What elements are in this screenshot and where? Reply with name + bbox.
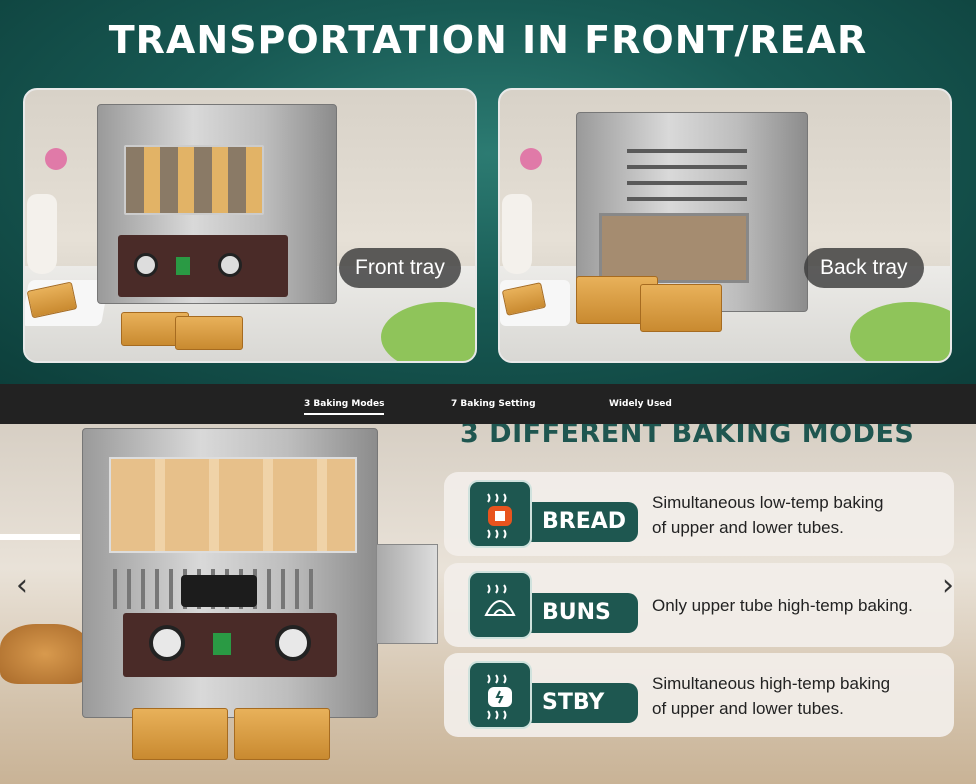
back-tray-panel: Back tray — [498, 88, 952, 363]
toaster-image — [82, 428, 378, 718]
next-arrow-icon[interactable]: › — [942, 568, 954, 603]
mode-desc-line: of upper and lower tubes. — [652, 518, 844, 537]
oven-opening-image — [599, 213, 749, 283]
handle-image — [181, 575, 257, 607]
food-plate-image — [850, 302, 950, 361]
vase-image — [502, 194, 532, 274]
toast-image — [640, 284, 722, 332]
bun-icon — [484, 584, 516, 616]
standby-icon — [487, 674, 512, 720]
toast-image — [234, 708, 330, 760]
baking-modes-section: 3 DIFFERENT BAKING MODES BREAD Simultane… — [0, 424, 976, 784]
toaster-image — [97, 104, 337, 304]
mode-badge — [468, 480, 532, 548]
toaster-image — [576, 112, 808, 312]
front-tray-label: Front tray — [339, 248, 461, 288]
food-plate-image — [381, 302, 475, 361]
tab-7-baking-setting[interactable]: 7 Baking Setting — [451, 399, 536, 409]
toast-image — [132, 708, 228, 760]
tab-3-baking-modes[interactable]: 3 Baking Modes — [304, 384, 385, 424]
toast-image — [175, 316, 243, 350]
mode-desc-line: of upper and lower tubes. — [652, 699, 844, 718]
flower-image — [520, 148, 542, 170]
tab-bar: 3 Baking Modes 7 Baking Setting Widely U… — [0, 384, 976, 424]
mode-card-buns: BUNS Only upper tube high-temp baking. — [444, 563, 954, 647]
tab-widely-used[interactable]: Widely Used — [609, 399, 672, 409]
flower-image — [45, 148, 67, 170]
utensil-holder-image — [376, 544, 438, 644]
top-banner: TRANSPORTATION IN FRONT/REAR Front tray — [0, 0, 976, 384]
bread-basket-image — [109, 457, 357, 553]
mode-description: Simultaneous high-temp baking of upper a… — [652, 671, 952, 721]
vase-image — [27, 194, 57, 274]
vent-slots-image — [627, 149, 747, 209]
prev-arrow-icon[interactable]: ‹ — [16, 568, 28, 603]
mode-card-bread: BREAD Simultaneous low-temp baking of up… — [444, 472, 954, 556]
back-tray-label: Back tray — [804, 248, 924, 288]
bread-icon — [487, 493, 512, 539]
mode-desc-line: Simultaneous low-temp baking — [652, 493, 884, 512]
shelf-image — [0, 534, 80, 540]
mode-badge — [468, 571, 532, 639]
control-panel-image — [118, 235, 288, 297]
section-title: 3 DIFFERENT BAKING MODES — [460, 424, 915, 449]
control-panel-image — [123, 613, 337, 677]
mode-desc-line: Only upper tube high-temp baking. — [652, 596, 913, 615]
mode-badge — [468, 661, 532, 729]
banner-title: TRANSPORTATION IN FRONT/REAR — [108, 18, 868, 62]
mode-card-stby: STBY Simultaneous high-temp baking of up… — [444, 653, 954, 737]
bread-basket-image — [124, 145, 264, 215]
croissants-image — [0, 624, 90, 684]
front-tray-panel: Front tray — [23, 88, 477, 363]
mode-description: Only upper tube high-temp baking. — [652, 593, 952, 618]
mode-description: Simultaneous low-temp baking of upper an… — [652, 490, 952, 540]
mode-desc-line: Simultaneous high-temp baking — [652, 674, 891, 693]
